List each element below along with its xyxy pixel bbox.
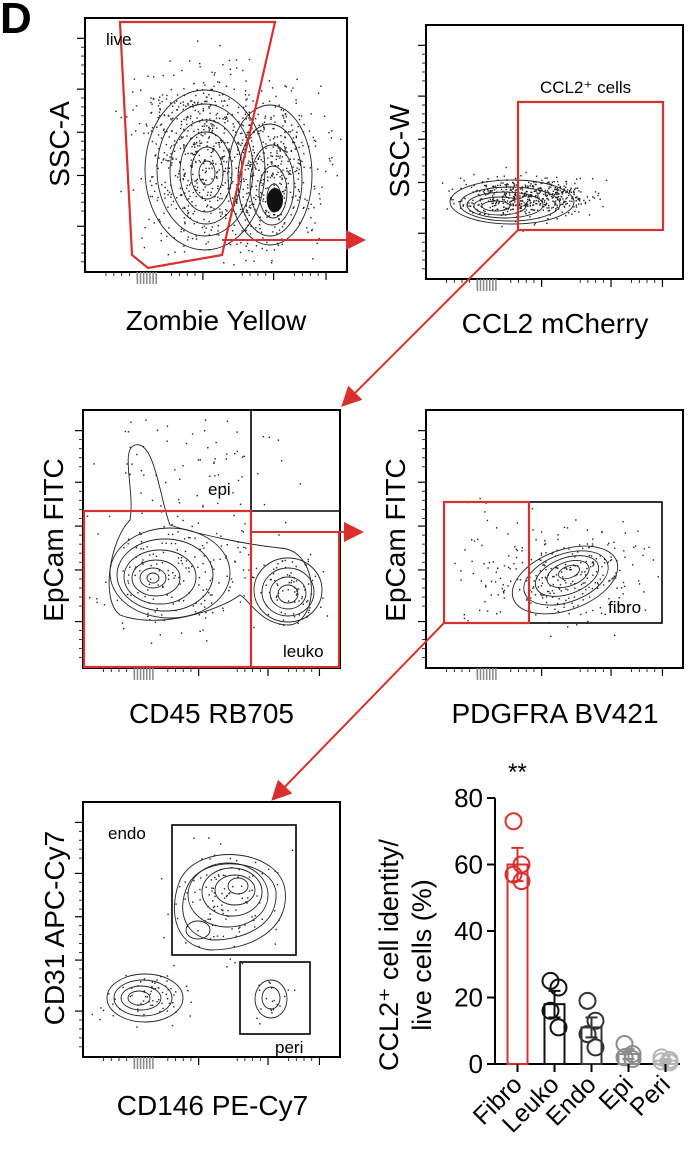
bar-chart-ylabel: CCL2⁺ cell identity/ live cells (%) [373, 805, 443, 1105]
fibro-gate-label: fibro [608, 598, 642, 617]
ccl2-gate-label: CCL2⁺ cells [540, 78, 632, 97]
y-tick-label: 80 [454, 783, 483, 813]
plot-zombie-yellow [77, 17, 348, 284]
live-gate [118, 20, 277, 270]
peri-gate-label: peri [275, 1038, 304, 1057]
plot3-frame [82, 409, 341, 669]
plot1-frame [84, 17, 348, 273]
y-tick-label: 40 [454, 916, 483, 946]
data-point [578, 991, 597, 1010]
bar-fibro [506, 863, 529, 1065]
data-point [512, 872, 531, 891]
y-tick-label: 20 [454, 983, 483, 1013]
data-point [578, 1025, 597, 1044]
significance-marker: ** [508, 759, 527, 786]
plot-pdgfra [418, 409, 684, 680]
data-point [652, 1052, 671, 1071]
endo-gate [171, 824, 297, 956]
epi-gate-label: epi [208, 480, 231, 499]
plot5-contours [106, 854, 288, 1023]
plot4-xlabel: PDGFRA BV421 [451, 698, 659, 729]
plot3-ylabel: EpCam FITC [38, 458, 69, 622]
panel-label: D [0, 0, 32, 43]
plot-cd45 [75, 409, 341, 680]
data-point [549, 978, 568, 997]
data-point [660, 1053, 679, 1072]
plot-ccl2-mcherry [418, 24, 684, 291]
plot2-contours [449, 179, 575, 225]
data-point [615, 1048, 634, 1067]
bar-chart-ylabel-line1: CCL2⁺ cell identity/ [374, 839, 404, 1071]
category-label: Peri [624, 1070, 675, 1121]
y-tick-label: 60 [454, 850, 483, 880]
plot4-frame [425, 409, 684, 669]
plot2-xlabel: CCL2 mCherry [461, 308, 649, 339]
data-point [623, 1045, 642, 1064]
data-point [541, 1001, 560, 1020]
plot2-ylabel: SSC-W [384, 104, 415, 198]
plot1-xlabel: Zombie Yellow [125, 305, 307, 336]
plot5-xlabel: CD146 PE-Cy7 [116, 1090, 309, 1121]
leuko-gate-label: leuko [283, 642, 324, 661]
y-tick-label: 0 [469, 1049, 483, 1079]
bar-chart-ylabel-line2: live cells (%) [407, 879, 437, 1031]
live-gate-label: live [106, 30, 132, 49]
plot2-frame [425, 24, 684, 280]
pdgfra-neg-gate [442, 500, 531, 625]
plot3-xlabel: CD45 RB705 [129, 698, 294, 729]
plot4-ylabel: EpCam FITC [380, 458, 411, 622]
data-point [623, 1050, 642, 1069]
plot-cd146 [75, 801, 341, 1069]
data-point [586, 1011, 605, 1030]
data-point [504, 812, 523, 831]
data-point [549, 1018, 568, 1037]
plot4-contours [511, 545, 619, 615]
plot1-ylabel: SSC-A [44, 101, 75, 187]
data-point [586, 1038, 605, 1057]
ccl2-gate [516, 100, 665, 232]
plot5-ylabel: CD31 APC-Cy7 [39, 830, 70, 1026]
gating-arrows [222, 229, 519, 801]
plot3-contours [108, 444, 323, 626]
plot5-frame [82, 801, 341, 1058]
peri-gate [239, 961, 311, 1035]
plot1-contours [144, 89, 313, 251]
endo-gate-label: endo [108, 824, 146, 843]
